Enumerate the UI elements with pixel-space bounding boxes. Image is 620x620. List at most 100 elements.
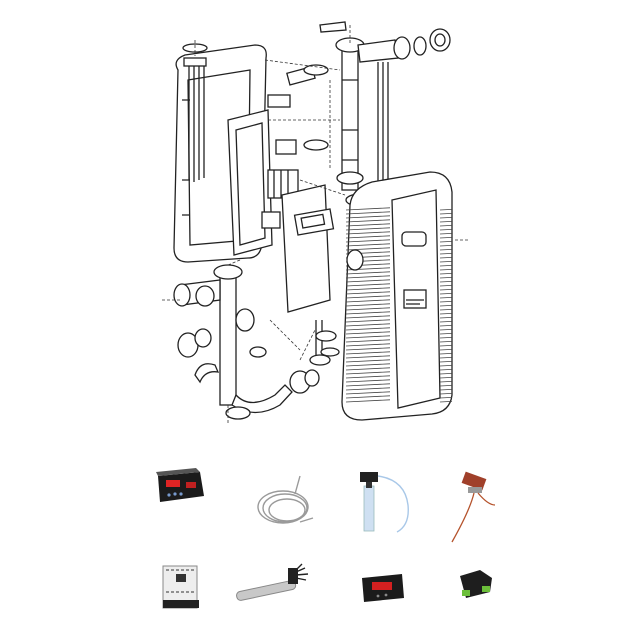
cover-rib [439, 401, 453, 403]
cover-rib [345, 271, 391, 275]
cover-rib [439, 305, 453, 307]
cover-rib [439, 221, 453, 223]
cover-rib [439, 229, 453, 231]
cover-rib [439, 353, 453, 355]
lower-pipes [173, 264, 340, 420]
cover-rib [345, 315, 391, 319]
cover-rib [345, 355, 391, 359]
cover-rib [345, 343, 391, 347]
cover-rib [439, 241, 453, 243]
cover-rib [439, 369, 453, 371]
cover-rib [345, 215, 391, 219]
cover-rib [345, 291, 391, 295]
cover-rib [439, 293, 453, 295]
cover-rib [439, 233, 453, 235]
cover-rib [439, 393, 453, 395]
cover-rib [345, 347, 391, 351]
cover-rib [345, 359, 391, 363]
cover-rib [345, 391, 391, 395]
cover-rib [439, 333, 453, 335]
parts-photos [156, 468, 496, 609]
control-panel-plate [281, 184, 335, 313]
cover-rib [345, 279, 391, 283]
cover-rib [439, 245, 453, 247]
cover-rib [345, 375, 391, 379]
cover-rib [345, 227, 391, 231]
cover-rib [345, 275, 391, 279]
cover-rib [439, 389, 453, 391]
digital-controller-photo [156, 468, 204, 502]
cover-rib [439, 225, 453, 227]
cover-rib [345, 231, 391, 235]
cover-rib [345, 383, 391, 387]
cover-rib [345, 363, 391, 367]
cover-rib [345, 319, 391, 323]
cover-rib [439, 385, 453, 387]
cover-rib [439, 297, 453, 299]
cover-rib [439, 281, 453, 283]
temperature-sensor-photo [257, 475, 314, 524]
cover-rib [345, 235, 391, 239]
heater-cover [341, 171, 453, 421]
cover-rib [439, 365, 453, 367]
cover-rib [439, 361, 453, 363]
cover-rib [345, 243, 391, 247]
cover-rib [439, 349, 453, 351]
cover-rib [439, 381, 453, 383]
cover-rib [439, 321, 453, 323]
cover-rib [345, 307, 391, 311]
cover-rib [439, 301, 453, 303]
cover-rib [439, 261, 453, 263]
cover-rib [439, 357, 453, 359]
brand-label [403, 289, 427, 309]
cover-rib [345, 311, 391, 315]
safety-thermostat-photo [451, 471, 496, 543]
cover-rib [345, 287, 391, 291]
cover-rib [439, 269, 453, 271]
relay-module-photo [460, 570, 492, 598]
cover-rib [345, 335, 391, 339]
cover-rib [345, 219, 391, 223]
cover-rib [345, 239, 391, 243]
cover-rib [439, 345, 453, 347]
cover-rib [439, 309, 453, 311]
cover-rib [345, 283, 391, 287]
cover-rib [345, 295, 391, 299]
cover-rib [439, 329, 453, 331]
flow-switch-photo [360, 472, 409, 533]
cover-rib [439, 249, 453, 251]
cover-rib [345, 323, 391, 327]
cover-rib [439, 317, 453, 319]
cover-rib [439, 237, 453, 239]
cover-rib [345, 395, 391, 399]
cover-rib [345, 207, 391, 211]
cover-rib [439, 273, 453, 275]
cover-rib [439, 285, 453, 287]
cover-rib [439, 325, 453, 327]
cover-rib [439, 265, 453, 267]
cover-rib [345, 387, 391, 391]
cover-rib [439, 397, 453, 399]
cover-rib [345, 211, 391, 215]
cover-rib [439, 337, 453, 339]
contactor-photo [162, 565, 199, 609]
cover-rib [439, 373, 453, 375]
cover-rib [439, 341, 453, 343]
cover-rib [439, 257, 453, 259]
display-window [401, 231, 427, 247]
cover-rib [345, 223, 391, 227]
cover-rib [345, 371, 391, 375]
cover-rib [439, 289, 453, 291]
cover-rib [345, 299, 391, 303]
cover-rib [345, 367, 391, 371]
cover-rib [345, 379, 391, 383]
panel-thermostat-photo [362, 574, 404, 602]
cover-rib [439, 213, 453, 215]
cover-rib [345, 339, 391, 343]
cover-ribs [345, 207, 453, 403]
cover-rib [439, 209, 453, 211]
cover-rib [439, 253, 453, 255]
cover-rib [345, 331, 391, 335]
exploded-diagram [160, 21, 470, 425]
cover-rib [345, 399, 391, 403]
